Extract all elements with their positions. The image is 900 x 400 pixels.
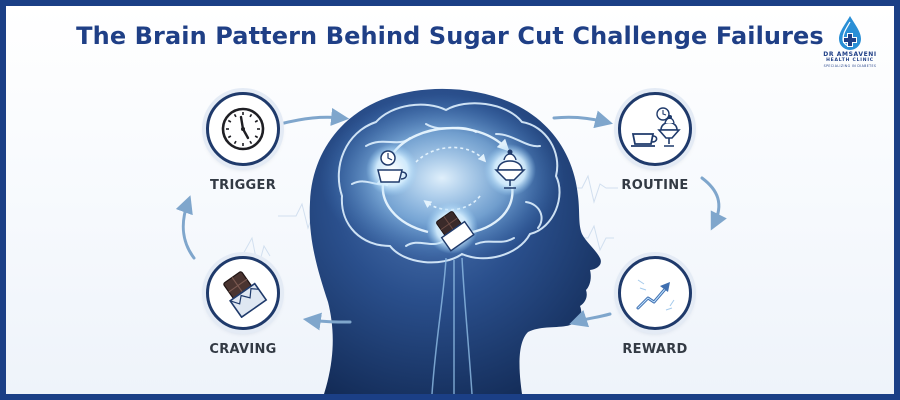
habit-loop-diagram <box>175 88 727 394</box>
clinic-logo: DR AMSAVENI HEALTH CLINIC SPECIALIZING I… <box>820 14 880 74</box>
trigger-label: TRIGGER <box>209 178 277 193</box>
brain-node-sundae <box>484 144 536 196</box>
chocolate-bar-icon <box>223 271 268 318</box>
clinic-subtitle: HEALTH CLINIC <box>826 57 874 63</box>
arrow-routine-to-reward <box>700 176 727 231</box>
routine-label: ROUTINE <box>621 178 689 193</box>
clinic-tagline: SPECIALIZING IN DIABETES <box>823 63 877 68</box>
drop-cross-icon <box>839 16 861 50</box>
arrow-brain-to-routine <box>552 110 613 129</box>
brain-node-chocolate <box>426 202 478 254</box>
clock-icon <box>221 107 265 151</box>
arrow-trigger-to-brain <box>278 107 350 126</box>
reward-circle <box>618 256 692 330</box>
craving-circle <box>206 256 280 330</box>
brain-glow <box>320 94 564 262</box>
clinic-logo-text: DR AMSAVENI HEALTH CLINIC SPECIALIZING I… <box>812 51 888 68</box>
arrow-reward-to-brain <box>569 310 612 328</box>
reward-label: REWARD <box>622 342 688 357</box>
arrow-brain-to-craving <box>302 312 352 331</box>
cycle-arrows <box>175 107 727 331</box>
brain-stem <box>431 257 473 394</box>
rising-arrow-icon <box>636 279 675 311</box>
clinic-name: DR AMSAVENI <box>823 51 877 58</box>
brain-node-clock-cup <box>366 144 418 196</box>
coffee-cup-and-sundae-icon <box>631 107 681 147</box>
trigger-circle <box>206 92 280 166</box>
routine-circle <box>618 92 692 166</box>
infographic-title: The Brain Pattern Behind Sugar Cut Chall… <box>76 22 824 50</box>
infographic-frame: The Brain Pattern Behind Sugar Cut Chall… <box>6 6 894 394</box>
arrow-craving-to-trigger <box>175 195 196 260</box>
craving-label: CRAVING <box>209 342 277 357</box>
